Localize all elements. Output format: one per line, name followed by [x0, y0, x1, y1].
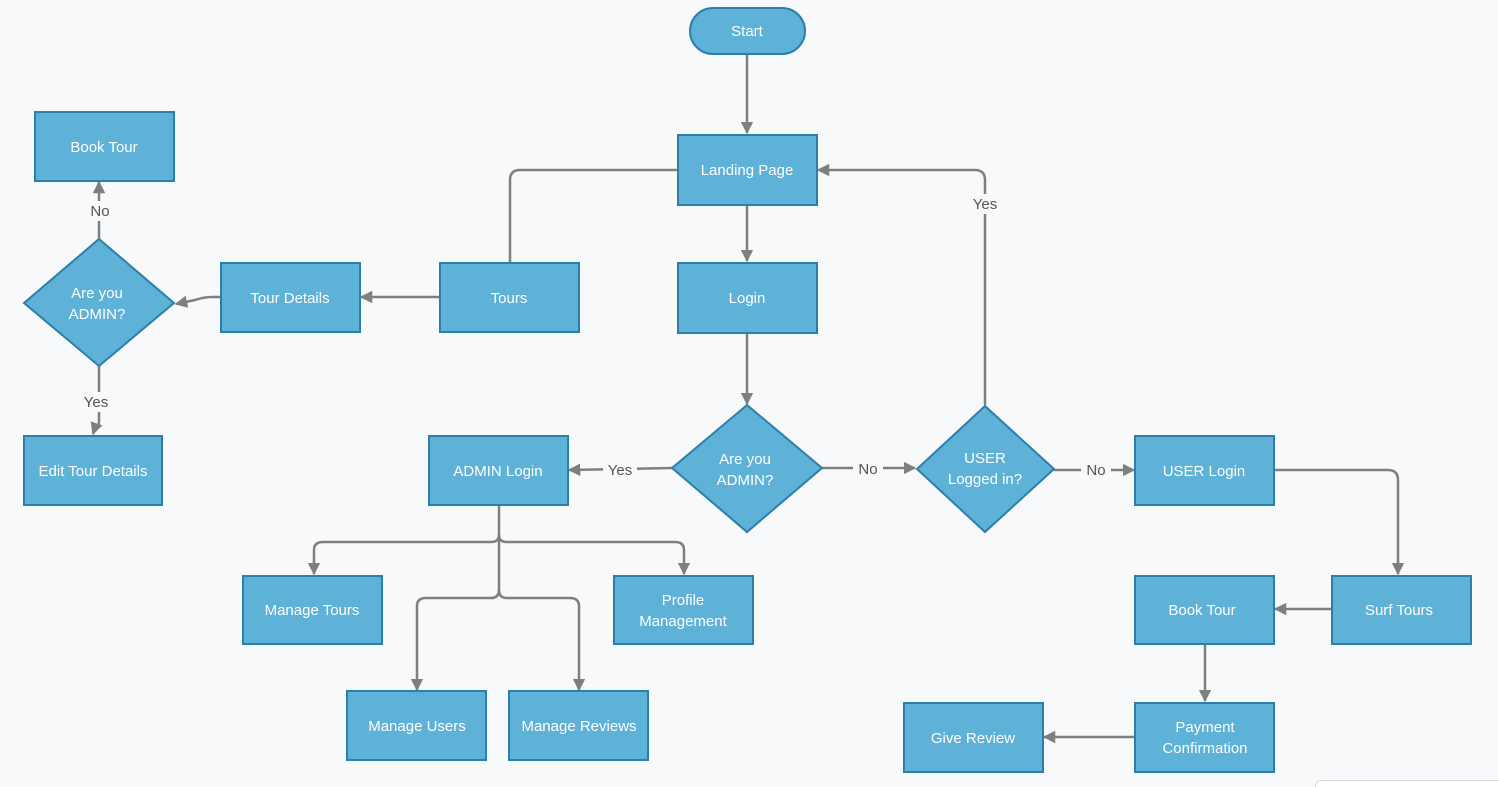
edge-tour-admin-to-edit-details: [90, 366, 103, 436]
node-book-tour-left-label: Book Tour: [70, 139, 137, 156]
edge-labels: No Yes Yes No No Yes: [80, 194, 1111, 480]
node-admin-check-login[interactable]: Are you ADMIN?: [670, 403, 824, 534]
svg-text:No: No: [1086, 462, 1105, 479]
node-start[interactable]: Start: [689, 7, 806, 55]
bottom-right-panel-tab[interactable]: [1315, 780, 1498, 787]
node-manage-reviews[interactable]: Manage Reviews: [508, 690, 649, 761]
node-admin-login-label: ADMIN Login: [453, 463, 542, 480]
edge-admin-to-manage-reviews: [497, 589, 586, 692]
node-admin-check-login-label-2: ADMIN?: [717, 472, 774, 489]
edge-label-user-logged-no: No: [1081, 460, 1111, 480]
svg-text:No: No: [858, 461, 877, 478]
svg-text:No: No: [90, 203, 109, 220]
node-tours-label: Tours: [491, 290, 528, 307]
edge-label-user-logged-yes: Yes: [968, 194, 1002, 214]
svg-text:Yes: Yes: [84, 394, 108, 411]
svg-text:Yes: Yes: [973, 196, 997, 213]
node-start-label: Start: [731, 23, 764, 40]
node-tour-details-label: Tour Details: [250, 290, 329, 307]
node-book-tour-right[interactable]: Book Tour: [1134, 575, 1275, 645]
node-manage-tours[interactable]: Manage Tours: [242, 575, 383, 645]
node-admin-check-tour-label-2: ADMIN?: [69, 306, 126, 323]
node-manage-reviews-label: Manage Reviews: [521, 718, 636, 735]
edge-landing-to-tours: [508, 168, 678, 263]
edge-admin-to-profile: [497, 534, 691, 576]
node-user-logged-in[interactable]: USER Logged in?: [915, 404, 1056, 534]
node-payment-confirmation[interactable]: Payment Confirmation: [1134, 702, 1275, 773]
node-payment-confirmation-label-1: Payment: [1175, 719, 1235, 736]
node-tours[interactable]: Tours: [439, 262, 580, 333]
node-edit-tour-details[interactable]: Edit Tour Details: [23, 435, 163, 506]
svg-text:Yes: Yes: [608, 462, 632, 479]
node-manage-users[interactable]: Manage Users: [346, 690, 487, 761]
node-manage-tours-label: Manage Tours: [265, 602, 360, 619]
node-login-label: Login: [729, 290, 766, 307]
node-admin-check-tour-label-1: Are you: [71, 285, 123, 302]
edge-admin-login-branches: [490, 505, 501, 600]
node-admin-check-tour[interactable]: Are you ADMIN?: [22, 237, 176, 368]
node-give-review-label: Give Review: [931, 730, 1015, 747]
edges: [90, 55, 1405, 744]
edge-label-tour-admin-yes: Yes: [80, 392, 112, 412]
node-surf-tours-label: Surf Tours: [1365, 602, 1433, 619]
node-surf-tours[interactable]: Surf Tours: [1331, 575, 1472, 645]
edge-label-login-admin-yes: Yes: [603, 460, 637, 480]
node-landing-page-label: Landing Page: [701, 162, 794, 179]
node-profile-management-label-1: Profile: [662, 592, 705, 609]
node-landing-page[interactable]: Landing Page: [677, 134, 818, 206]
node-book-tour-right-label: Book Tour: [1168, 602, 1235, 619]
node-book-tour-left[interactable]: Book Tour: [34, 111, 175, 182]
node-manage-users-label: Manage Users: [368, 718, 466, 735]
node-tour-details[interactable]: Tour Details: [220, 262, 361, 333]
node-profile-management-label-2: Management: [639, 613, 727, 630]
edge-user-check-to-landing: [816, 163, 987, 405]
edge-admin-to-manage-tours: [307, 534, 501, 576]
node-admin-check-login-label-1: Are you: [719, 451, 771, 468]
edge-label-login-admin-no: No: [853, 459, 883, 479]
edge-label-tour-admin-no: No: [86, 201, 114, 221]
node-admin-login[interactable]: ADMIN Login: [428, 435, 569, 506]
edge-tour-details-to-admin-check: [174, 295, 220, 308]
node-edit-tour-details-label: Edit Tour Details: [39, 463, 148, 480]
node-user-login[interactable]: USER Login: [1134, 435, 1275, 506]
edge-admin-to-manage-users: [410, 589, 501, 692]
node-payment-confirmation-label-2: Confirmation: [1162, 740, 1247, 757]
node-user-login-label: USER Login: [1163, 463, 1246, 480]
node-user-logged-in-label-1: USER: [964, 450, 1006, 467]
edge-user-login-to-surf-tours: [1275, 468, 1405, 576]
nodes: Start Landing Page Login Tours Tour Deta…: [22, 7, 1472, 773]
node-user-logged-in-label-2: Logged in?: [948, 471, 1022, 488]
node-login[interactable]: Login: [677, 262, 818, 334]
node-profile-management[interactable]: Profile Management: [613, 575, 754, 645]
node-give-review[interactable]: Give Review: [903, 702, 1044, 773]
